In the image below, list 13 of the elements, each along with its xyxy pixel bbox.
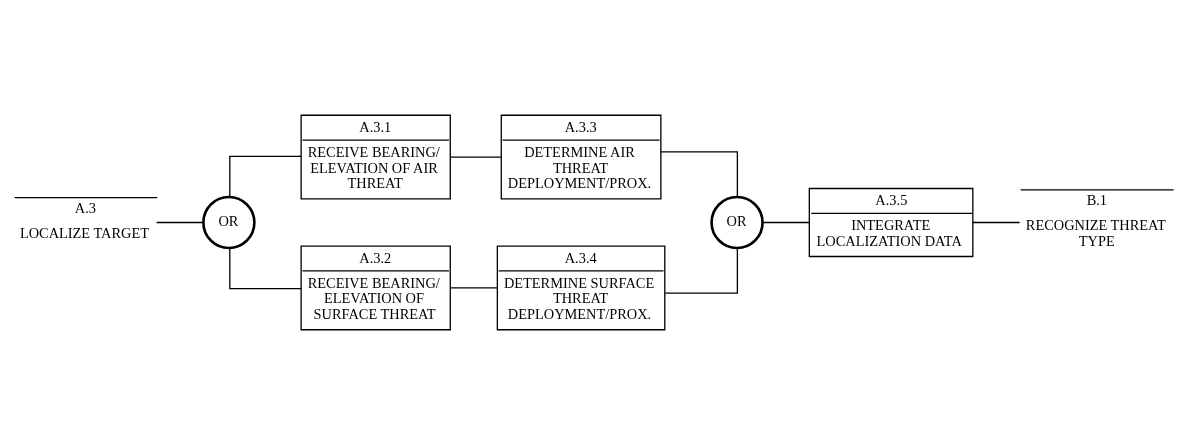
connector [972, 221, 1021, 223]
connector [761, 221, 810, 223]
connector [156, 221, 205, 223]
node-circle: OR [202, 195, 256, 249]
connector [449, 155, 502, 158]
connector [229, 246, 302, 289]
connector [229, 155, 302, 198]
node-circle: OR [710, 195, 764, 249]
node-text: A.3 LOCALIZE TARGET [19, 199, 150, 241]
node-text: B.1 RECOGNIZE THREAT TYPE [1025, 191, 1166, 249]
connector [449, 286, 498, 289]
connector [664, 246, 739, 294]
connector [660, 150, 739, 198]
